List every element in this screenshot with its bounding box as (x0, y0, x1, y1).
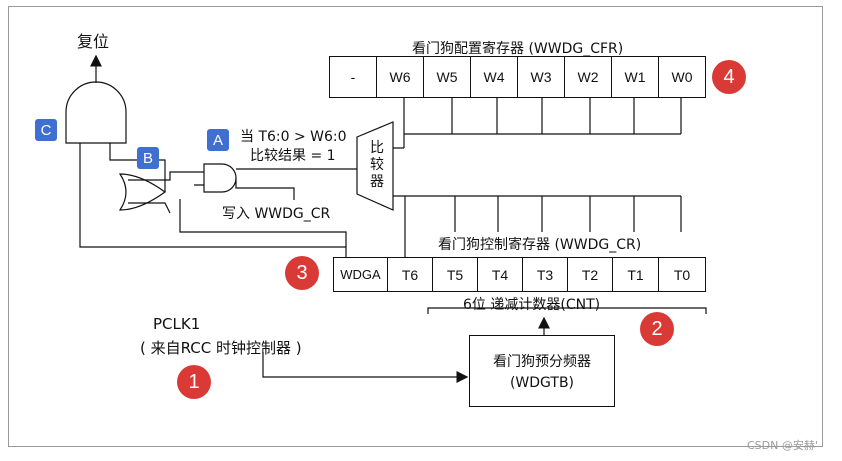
gate-marker-a: A (207, 129, 229, 151)
cfr-cell: W5 (423, 56, 471, 98)
cfr-cell: W3 (517, 56, 565, 98)
counter-label: 6位 递减计数器(CNT) (463, 297, 601, 313)
prescaler-box: 看门狗预分频器 (WDGTB) (469, 335, 615, 407)
gate-marker-c: C (35, 119, 57, 141)
cfr-to-comparator-bus (393, 98, 682, 149)
gate-marker-b: B (137, 147, 159, 169)
condition-label-line1: 当 T6:0 > W6:0 (240, 129, 347, 145)
condition-label-line2: 比较结果 = 1 (250, 148, 336, 164)
cr-to-comparator-bus (393, 195, 682, 232)
cr-cell: T6 (387, 257, 433, 292)
and-a-to-or-b (128, 171, 204, 181)
diagram-frame (8, 6, 823, 447)
cr-cell: T2 (567, 257, 613, 292)
comparator-label-line: 器 (370, 174, 384, 190)
clock-to-prescaler-arrow (262, 352, 469, 383)
write-cr-input-line (194, 178, 295, 200)
reset-label: 复位 (77, 32, 110, 51)
write-cr-label: 写入 WWDG_CR (222, 206, 331, 222)
step-marker-1: 1 (177, 365, 211, 399)
cfr-cell: W4 (470, 56, 518, 98)
comparator-label: 比 较 器 (367, 140, 387, 191)
cfr-cell: W0 (658, 56, 706, 98)
and-gate-a (203, 163, 237, 193)
or-gate-b (118, 173, 167, 211)
step-marker-3: 3 (285, 256, 319, 290)
and-gate-c (65, 81, 127, 144)
cr-cell: WDGA (333, 257, 388, 292)
cr-register-title: 看门狗控制寄存器 (WWDG_CR) (438, 237, 642, 253)
comparator-shape (356, 121, 394, 211)
cfr-register-title: 看门狗配置寄存器 (WWDG_CFR) (412, 41, 624, 57)
comparator-label-line: 较 (370, 157, 384, 173)
clock-source-line1: PCLK1 (153, 315, 201, 333)
step-marker-4: 4 (712, 60, 746, 94)
cr-cell: T0 (658, 257, 706, 292)
cfr-cell: - (329, 56, 377, 98)
write-path-to-or-b (128, 202, 171, 214)
cfr-cell: W2 (564, 56, 612, 98)
prescaler-title: 看门狗预分频器 (493, 354, 591, 370)
cfr-cell: W6 (376, 56, 424, 98)
watermark: CSDN @安赫' (747, 439, 818, 452)
wdga-to-and-c (79, 143, 347, 257)
cfr-cell: W1 (611, 56, 659, 98)
write-path-line (179, 199, 347, 247)
prescaler-subtitle: (WDGTB) (509, 375, 575, 391)
comparator-label-line: 比 (370, 140, 384, 156)
cr-cell: T3 (522, 257, 568, 292)
step-marker-2: 2 (640, 312, 674, 346)
counter-bracket (427, 307, 707, 314)
cr-cell: T4 (477, 257, 523, 292)
cr-cell: T1 (612, 257, 659, 292)
clock-source-line2: ( 来自RCC 时钟控制器 ) (140, 339, 302, 357)
cr-cell: T5 (432, 257, 478, 292)
